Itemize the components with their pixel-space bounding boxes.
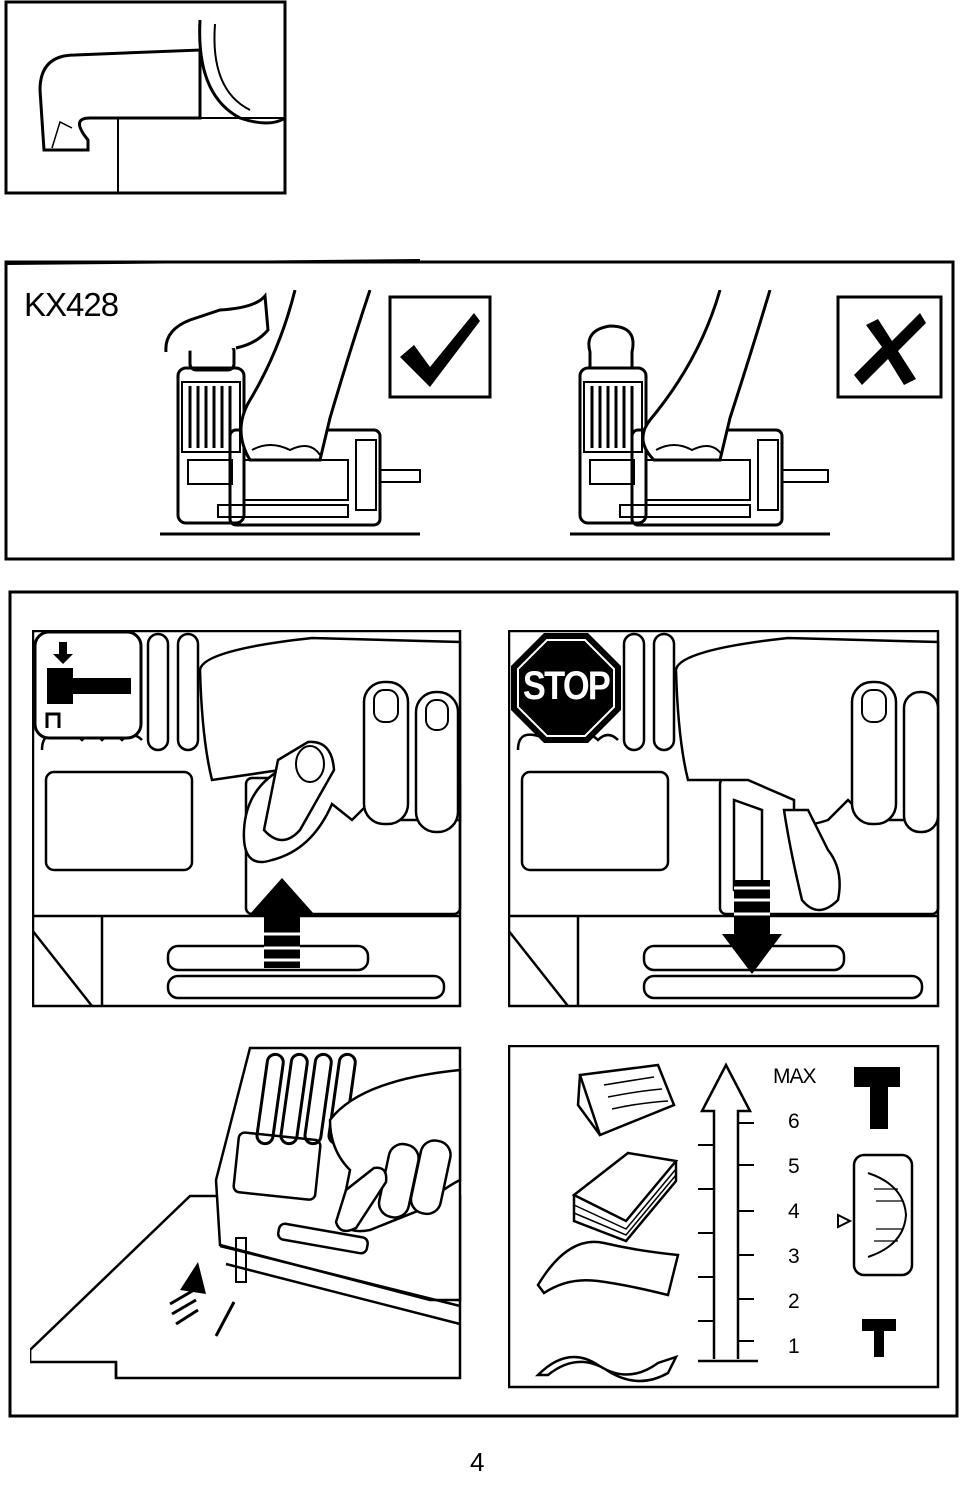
tilted-stapler-illustration (30, 1046, 462, 1380)
trigger-press-illustration (32, 630, 462, 1008)
stop-sign-icon (511, 633, 621, 743)
scale-tick-label: 5 (788, 1155, 800, 1178)
scale-max-label: MAX (773, 1065, 817, 1088)
stapler-wrong-grip (570, 290, 830, 536)
trigger-panel-frame (8, 590, 959, 1418)
trigger-release-illustration (508, 630, 940, 1008)
scale-tick-label: 4 (788, 1200, 800, 1223)
depth-scale-illustration (508, 1045, 940, 1389)
page-number: 4 (470, 1447, 485, 1477)
scale-tick-label: 6 (788, 1110, 800, 1133)
model-label: KX428 (24, 286, 119, 323)
stapler-correct-grip (160, 290, 421, 536)
scale-tick-label: 2 (788, 1290, 800, 1313)
check-mark-icon (388, 295, 492, 399)
scale-tick-label: 3 (788, 1245, 800, 1268)
single-shot-mode-icon (33, 630, 143, 740)
top-hand-illustration (4, 0, 287, 195)
grip-panel-frame (4, 259, 955, 561)
scale-tick-label: 1 (788, 1335, 800, 1358)
stop-sign-text: STOP (522, 664, 611, 708)
x-mark-icon (836, 295, 943, 399)
